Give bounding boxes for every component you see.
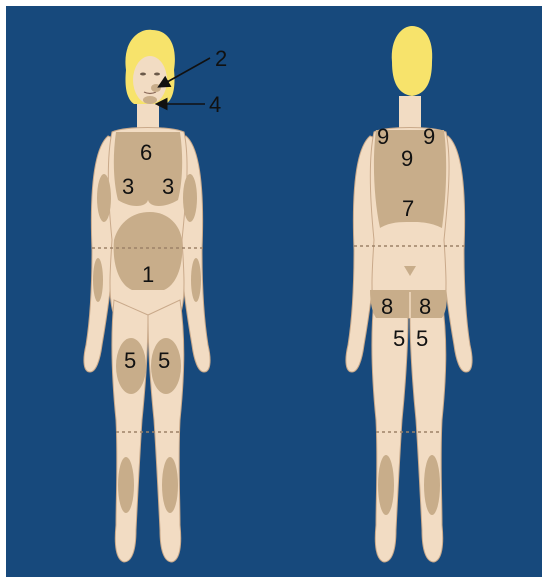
front-eye-left: [140, 73, 146, 76]
label-shoulder-left: 9: [377, 124, 389, 149]
label-shoulder-right: 9: [423, 124, 435, 149]
zone-forearm-right: [191, 258, 201, 302]
label-rear-thigh-right: 5: [416, 326, 428, 351]
label-lower-back: 7: [402, 196, 414, 221]
zone-front-upper-arm-left: [97, 174, 111, 222]
zone-cheek: [151, 84, 161, 92]
back-neck: [399, 96, 421, 130]
label-abdomen: 1: [142, 262, 154, 287]
label-chest: 6: [140, 140, 152, 165]
label-flank-right: 3: [162, 174, 174, 199]
label-cheek: 2: [215, 46, 227, 71]
label-upper-back: 9: [401, 146, 413, 171]
front-eye-right: [154, 73, 160, 76]
label-buttock-left: 8: [381, 294, 393, 319]
label-chin: 4: [209, 92, 221, 117]
front-neck: [137, 100, 159, 130]
label-rear-thigh-left: 5: [393, 326, 405, 351]
zone-front-upper-arm-right: [183, 174, 197, 222]
zone-calf-right: [162, 457, 178, 513]
zone-forearm-left: [93, 258, 103, 302]
label-thigh-left: 5: [124, 348, 136, 373]
label-buttock-right: 8: [419, 294, 431, 319]
zone-back-calf-right: [424, 455, 440, 515]
zone-calf-left: [118, 457, 134, 513]
zone-back-calf-left: [378, 455, 394, 515]
label-flank-left: 3: [122, 174, 134, 199]
label-thigh-right: 5: [158, 348, 170, 373]
zone-chin: [143, 96, 157, 104]
back-hair: [392, 26, 432, 96]
